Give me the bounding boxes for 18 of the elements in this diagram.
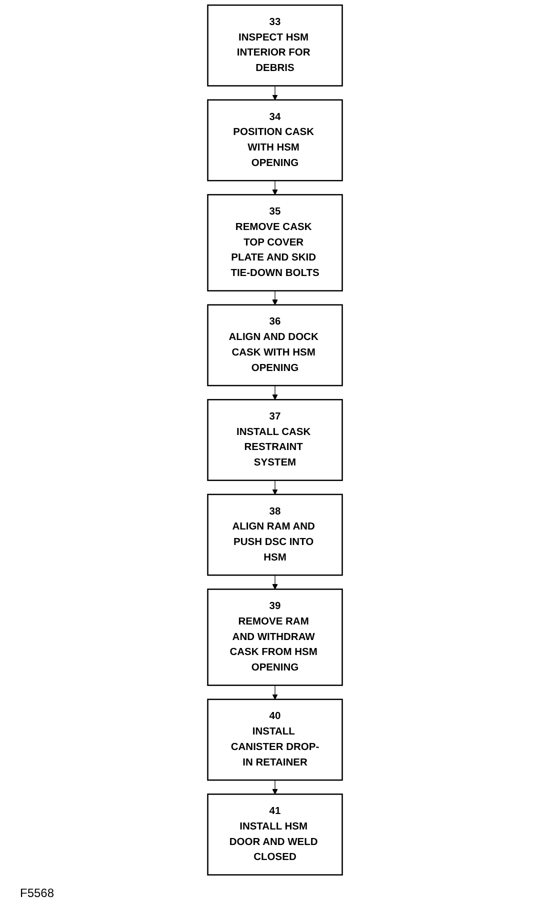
node-box: 34 POSITION CASK WITH HSM OPENING (206, 99, 342, 182)
figure-number: F5568 (20, 886, 54, 900)
arrow (272, 684, 278, 700)
node-box: 35 REMOVE CASK TOP COVER PLATE AND SKID TIE-DOWN BOLTS (206, 194, 342, 292)
node-box: 33 INSPECT HSM INTERIOR FOR DEBRIS (206, 4, 342, 86)
node-box: 41 INSTALL HSM DOOR AND WELD CLOSED (206, 794, 342, 876)
node-box: 38 ALIGN RAM AND PUSH DSC INTO HSM (206, 494, 342, 576)
arrow (272, 480, 278, 495)
arrow (272, 780, 278, 794)
arrow (272, 574, 278, 590)
node-box: 36 ALIGN AND DOCK CASK WITH HSM OPENING (206, 304, 342, 386)
node-box: 39 REMOVE RAM AND WITHDRAW CASK FROM HSM OPENING (206, 588, 342, 686)
arrow (272, 180, 278, 195)
arrow (272, 385, 278, 400)
arrow (272, 86, 278, 100)
node-box: 37 INSTALL CASK RESTRAINT SYSTEM (206, 399, 342, 481)
node-box: 40 INSTALL CANISTER DROP-IN RETAINER (206, 698, 342, 781)
arrow (272, 290, 278, 306)
